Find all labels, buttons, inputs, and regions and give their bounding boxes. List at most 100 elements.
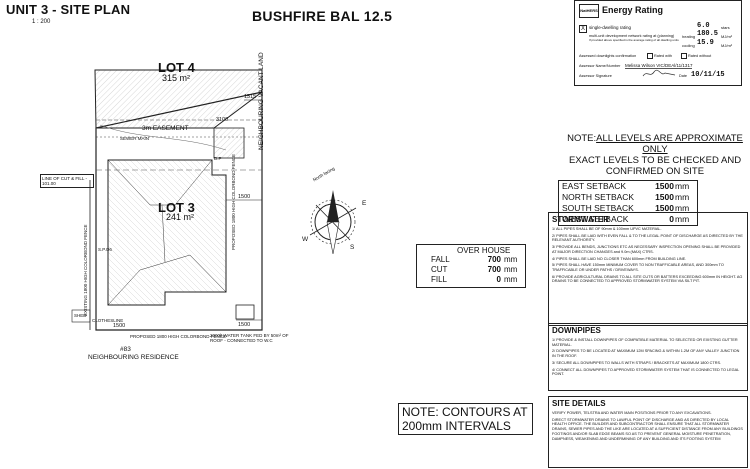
assessor-label: Assessor Name/Number — [579, 64, 621, 68]
over-house-value: 700 — [487, 265, 501, 274]
dimension-label: 1515 — [244, 94, 257, 100]
heating-unit: MJ/m² — [721, 34, 733, 39]
lot3-area: 241 m² — [166, 212, 195, 222]
heating-label: heating — [682, 34, 696, 39]
setback-unit: mm — [675, 192, 690, 202]
assessor-signature — [642, 69, 676, 77]
contours-line1: NOTE: CONTOURS AT — [402, 405, 528, 419]
over-house-value: 700 — [487, 255, 501, 264]
lot3-name: LOT 3 — [158, 200, 195, 215]
levels-note-line1: ALL LEVELS ARE APPROXIMATE ONLY — [596, 133, 743, 155]
fence-bottom-label: PROPOSED 1800 HIGH COLORBOND FENCE — [130, 334, 227, 339]
site-details-item: VERIFY POWER, TELSTRA AND WATER MAIN POS… — [552, 411, 712, 415]
setback-label: EAST SETBACK — [562, 181, 627, 191]
neighbour-number: #83 — [120, 346, 131, 353]
stormwater-item: 5/ PIPES SHALL HAVE 150mm MINIMUM COVER … — [552, 263, 724, 272]
over-house-unit: mm — [504, 275, 518, 284]
sewer-label: SEWER MAIN — [120, 136, 150, 141]
energy-rating-box: NatHERS Energy Rating X single-dwelling … — [574, 0, 742, 86]
contour-line — [99, 124, 227, 151]
clothesline-label: CLOTHESLINE — [92, 318, 124, 323]
date-label: Date — [679, 74, 688, 78]
easement-label: 3m EASEMENT — [142, 125, 189, 132]
neighbouring-vacant-label: NEIGHBOURING VACANT LAND — [258, 52, 265, 150]
lot4-area: 315 m² — [162, 73, 191, 83]
shed-label: SHED — [74, 313, 87, 318]
rated-with-checkbox — [647, 53, 653, 59]
roof-hip — [107, 159, 151, 206]
site-plan-drawing — [71, 69, 357, 331]
over-house-heading: OVER HOUSE — [457, 246, 511, 255]
bal-title: BUSHFIRE BAL 12.5 — [252, 8, 393, 24]
dimension-label: 1500 — [238, 322, 251, 328]
downpipes-section: DOWNPIPES 1/ PROVIDE & INSTALL DOWNPIPES… — [548, 323, 748, 391]
single-dwelling-label: single-dwelling rating — [589, 25, 632, 30]
downlights-label: Assessed downlights confirmation — [579, 54, 637, 58]
setback-unit: mm — [675, 214, 690, 224]
downpipes-item: 3/ SECURE ALL DOWNPIPES TO WALLS WITH ST… — [552, 360, 722, 365]
compass-west: W — [302, 236, 309, 243]
multi-unit-note: If provided above specified is the avera… — [589, 38, 679, 42]
stormwater-item: 4/ PIPES SHALL BE LAID NO CLOSER THAN 60… — [552, 256, 687, 261]
stormwater-item: 3/ PROVIDE ALL BENDS, JUNCTIONS ETC AS N… — [552, 245, 741, 254]
levels-note-prefix: NOTE: — [567, 133, 597, 144]
downpipes-item: 2/ DOWNPIPES TO BE LOCATED AT MAXIMUM 12… — [552, 349, 740, 359]
levels-note-line2: EXACT LEVELS TO BE CHECKED AND — [568, 155, 742, 166]
compass-south: S — [350, 244, 355, 251]
over-house-label: CUT — [431, 265, 448, 274]
roof-ridge — [139, 254, 191, 271]
water-tank — [235, 304, 255, 320]
dimension-label: 1500 — [238, 194, 251, 200]
over-house-label: FILL — [431, 275, 448, 284]
site-details-section: SITE DETAILS VERIFY POWER, TELSTRA AND W… — [548, 396, 748, 468]
roof-hip — [107, 269, 141, 306]
rated-without-label: Rated without — [688, 54, 712, 58]
stormwater-item: 1/ ALL PIPES SHALL BE OF 90mm & 100mm UP… — [552, 227, 662, 231]
roof-hip — [189, 254, 227, 293]
star-unit: stars — [721, 25, 730, 30]
levels-note: NOTE:ALL LEVELS ARE APPROXIMATE ONLY EXA… — [564, 133, 746, 177]
downpipes-heading: DOWNPIPES — [552, 326, 601, 335]
heating-value: 180.5 — [697, 30, 719, 38]
setback-label: NORTH SETBACK — [562, 192, 635, 202]
garage — [213, 127, 245, 159]
setback-value: 1500 — [655, 203, 674, 213]
stormwater-section: STORMWATER 1/ ALL PIPES SHALL BE OF 90mm… — [548, 212, 748, 326]
water-tank-label: 2000lt WATER TANK FED BY 50m² OF ROOF - … — [210, 333, 289, 343]
setback-unit: mm — [675, 181, 690, 191]
multi-unit-label: multi-unit development network rating at… — [589, 34, 675, 38]
roof-ridge — [161, 204, 166, 263]
nathers-logo: NatHERS — [579, 4, 599, 18]
downpipe-label: D.P — [214, 156, 222, 161]
line-of-cut-label: LINE OF CUT & FILL - 101.00 — [40, 174, 94, 188]
cooling-value: 15.9 — [697, 39, 714, 47]
energy-rating-heading: Energy Rating — [602, 5, 664, 15]
setback-unit: mm — [675, 203, 690, 213]
cooling-label: cooling — [682, 43, 695, 48]
stormwater-heading: STORMWATER — [552, 215, 610, 224]
site-details-item: DIRECT STORMWATER DRAINS TO LAWFUL POINT… — [552, 417, 743, 441]
fence-side-label: PROPOSED 1800 HIGH COLORBOND FENCE — [231, 153, 236, 250]
contours-note: NOTE: CONTOURS AT 200mm INTERVALS — [398, 403, 533, 435]
page-title: UNIT 3 - SITE PLAN — [6, 2, 131, 17]
over-house-unit: mm — [504, 255, 518, 264]
single-dwelling-checkbox: X — [579, 25, 587, 33]
dimension-label: 1500 — [113, 323, 126, 329]
compass — [309, 190, 357, 255]
neighbour-residence: NEIGHBOURING RESIDENCE — [88, 354, 179, 361]
date-value: 10/11/15 — [691, 71, 725, 79]
over-house-label: FALL — [431, 255, 450, 264]
lot4-boundary — [94, 69, 263, 129]
lot3-boundary — [95, 91, 263, 331]
scale-label: 1 : 200 — [32, 19, 51, 25]
over-house-value: 0 — [496, 275, 501, 284]
setback-label: WEST SETBACK — [562, 214, 629, 224]
signature-label: Assessor Signature — [579, 74, 612, 78]
spreader-label: S.P.O6 — [98, 247, 112, 252]
downpipes-item: 4/ CONNECT ALL DOWNPIPES TO APPROVED STO… — [552, 367, 740, 377]
